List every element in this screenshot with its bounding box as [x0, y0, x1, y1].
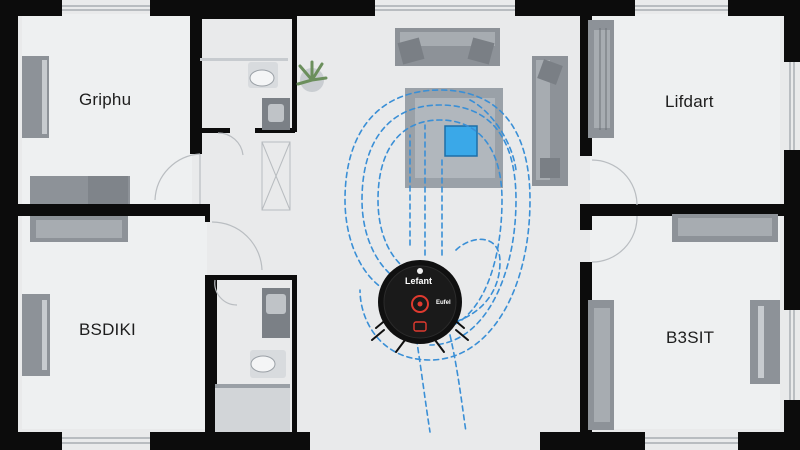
room-floor-bottom-right — [590, 214, 780, 429]
room-floor-top-right — [590, 14, 780, 204]
room-label-top-right: Lifdart — [665, 92, 714, 111]
bed-icon — [22, 56, 49, 138]
robot-vacuum-icon[interactable] — [371, 260, 469, 353]
sink-icon — [262, 288, 290, 338]
toilet-icon — [250, 350, 286, 378]
sofa-icon — [532, 56, 568, 186]
windows — [62, 5, 795, 444]
room-floor-bottom-left — [22, 214, 207, 429]
bed-icon — [750, 300, 780, 384]
door-arcs — [154, 132, 638, 306]
plant-icon — [296, 60, 328, 92]
bed-icon — [588, 20, 614, 138]
toilet-icon — [248, 62, 278, 88]
cleaning-path — [344, 89, 531, 433]
robot-model-label: Eufel — [436, 300, 451, 306]
sink-icon — [262, 98, 290, 130]
room-label-top-left: Griphu — [79, 90, 132, 109]
sofa-icon — [395, 28, 500, 66]
shower-screen — [261, 141, 291, 211]
room-label-bottom-right: B3SIT — [666, 328, 715, 347]
room-floor-top-left — [22, 14, 192, 204]
bathtub — [215, 388, 290, 432]
bed-icon — [22, 294, 50, 376]
spot-clean-zone[interactable] — [444, 125, 478, 157]
wardrobe — [588, 300, 614, 430]
robot-brand-label: Lefant — [405, 276, 432, 286]
room-label-bottom-left: BSDIKI — [79, 320, 136, 339]
